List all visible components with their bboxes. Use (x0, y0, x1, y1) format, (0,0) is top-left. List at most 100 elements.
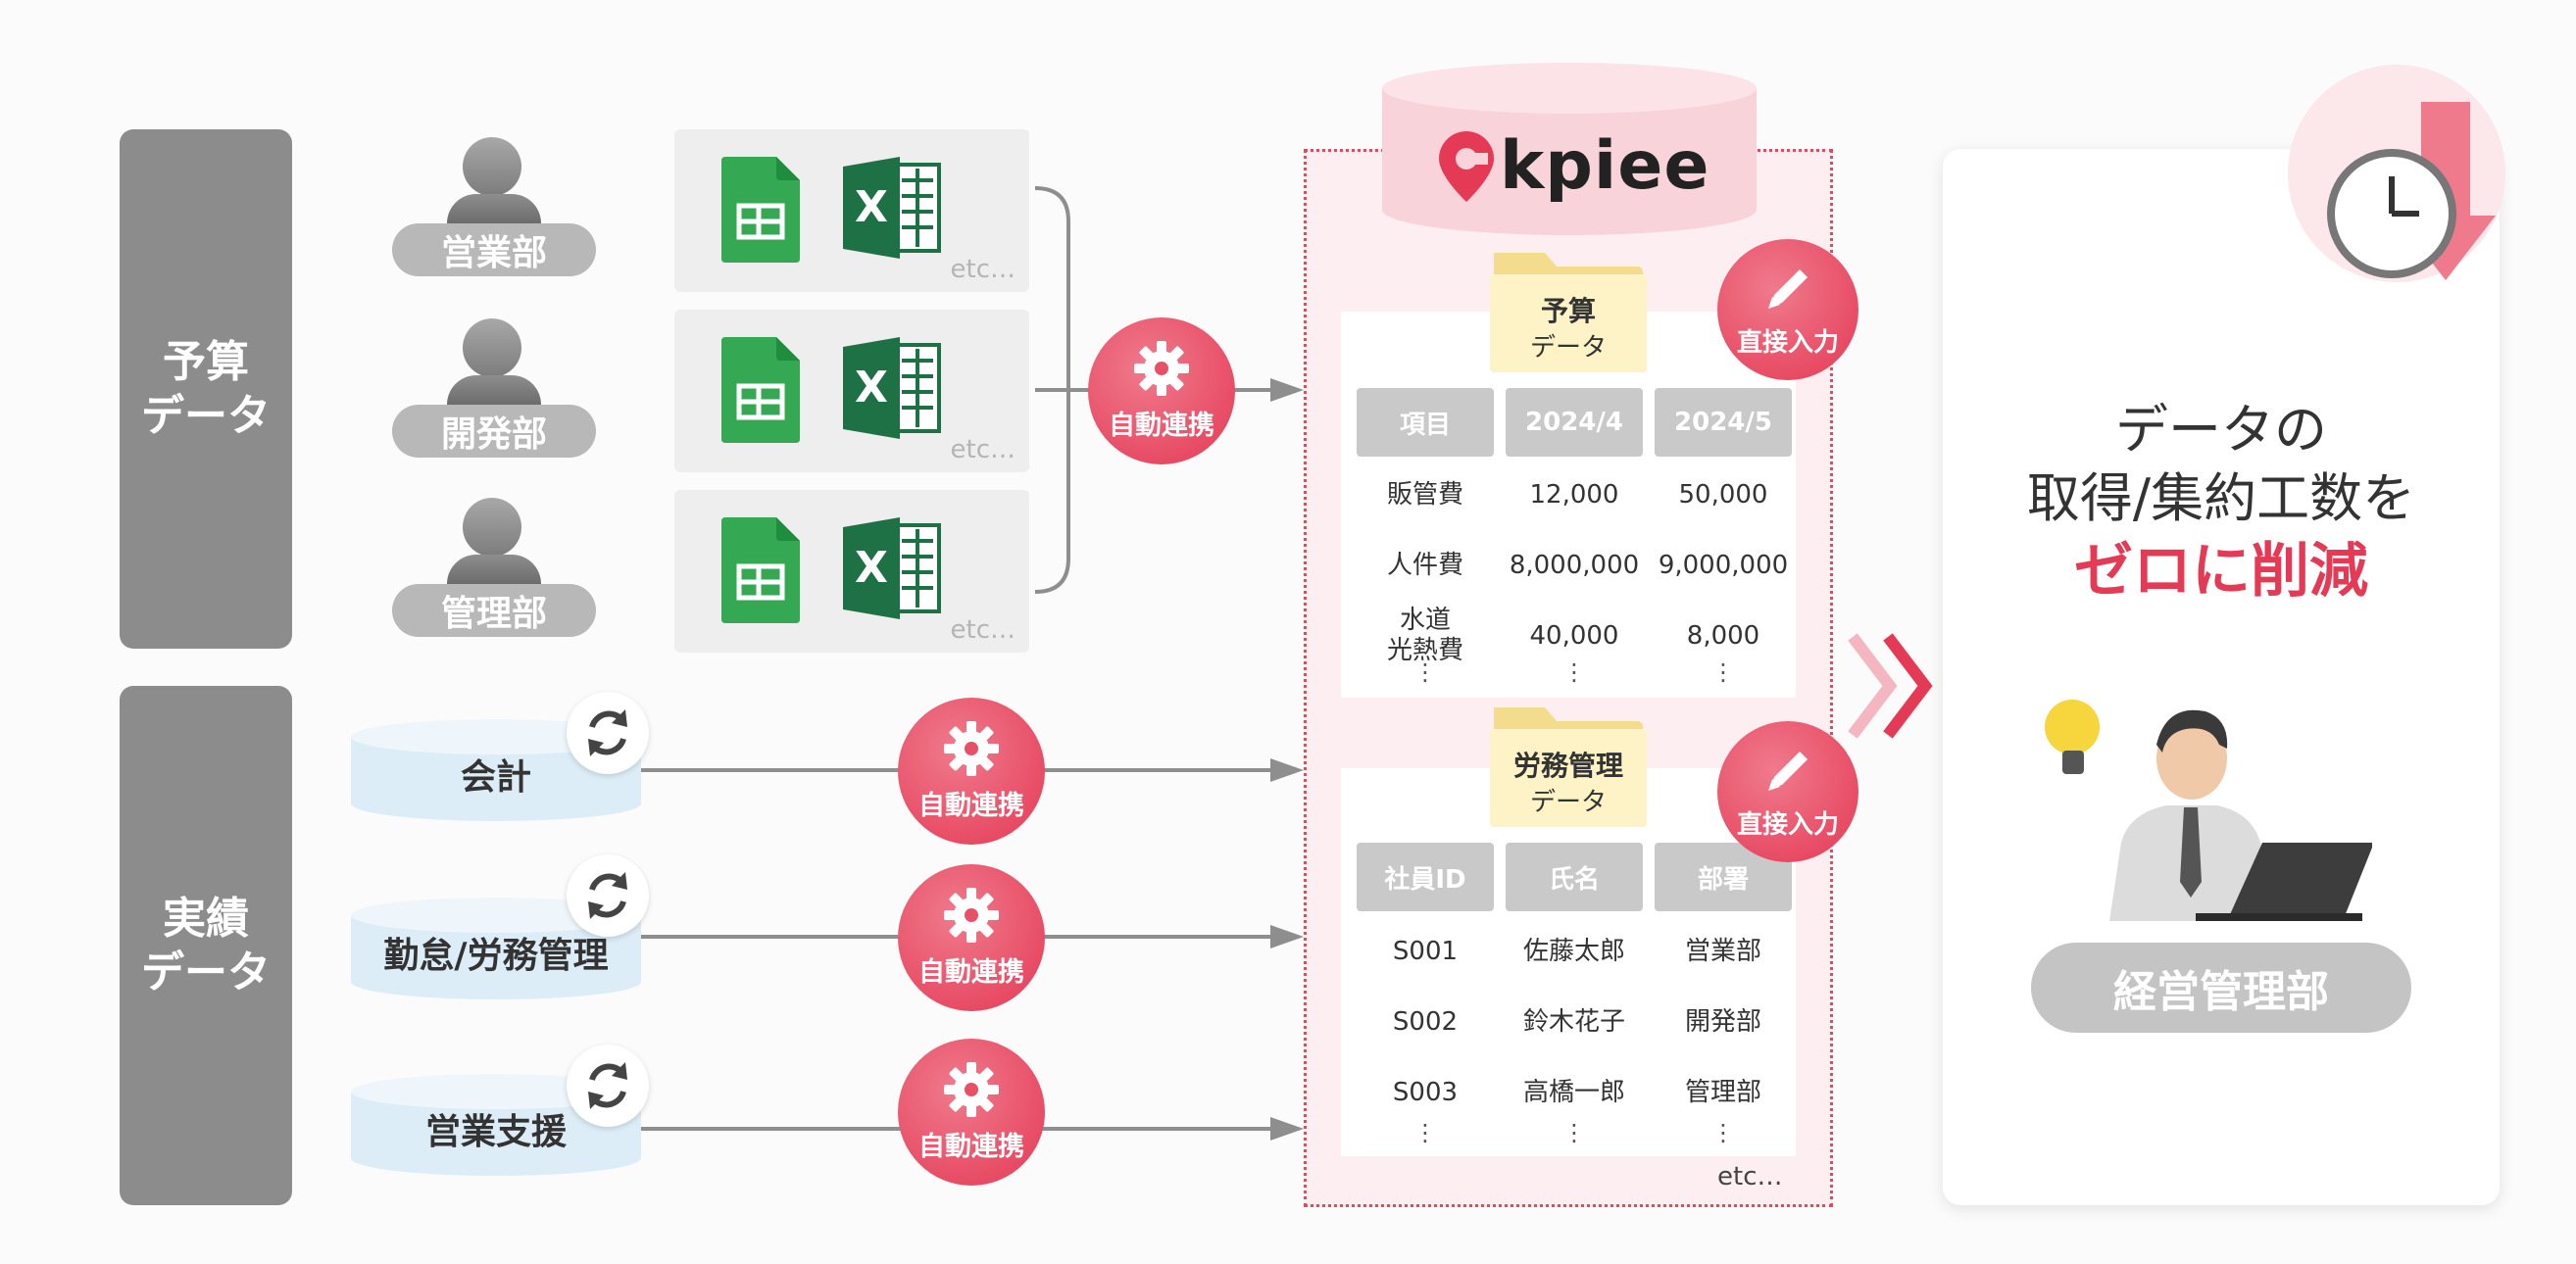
budget-folder: 予算 データ (1490, 245, 1647, 382)
budget-card (1341, 312, 1796, 698)
excel-icon: X (843, 517, 941, 619)
excel-icon: X (843, 157, 941, 259)
table-cell: 50,000 (1678, 480, 1768, 510)
business-person-illustration (2045, 700, 2372, 921)
etc-label: etc… (950, 255, 1016, 284)
spreadsheet-icon (721, 337, 800, 443)
person-icon (463, 318, 521, 377)
table-cell: 8,000,000 (1509, 551, 1640, 580)
sync-icon (567, 854, 649, 937)
labor-card (1341, 768, 1796, 1156)
pencil-icon (1768, 751, 1808, 791)
department-admin: 管理部 (392, 498, 596, 655)
kpiee-database (1382, 63, 1757, 235)
table-cell: 40,000 (1529, 621, 1619, 651)
auto-link-label: 自動連携 (1109, 410, 1214, 441)
system-label: 営業支援 (424, 1112, 567, 1152)
system-label: 会計 (460, 757, 531, 798)
svg-text:X: X (855, 543, 888, 593)
table-header: 部署 (1655, 843, 1792, 911)
folder-icon (1490, 253, 1647, 372)
category-actual: 実績 データ (120, 686, 292, 1205)
clock-down-icon (2327, 102, 2496, 280)
direct-input-badge: 直接入力 (1717, 239, 1858, 380)
table-cell: 販管費 (1386, 480, 1463, 510)
table-cell: 佐藤太郎 (1522, 937, 1625, 966)
table-header: 2024/5 (1655, 388, 1792, 457)
auto-link-label: 自動連携 (918, 956, 1024, 988)
sync-icon (567, 1045, 649, 1127)
folder-subtitle: データ (1529, 333, 1607, 363)
table-cell: 8,000 (1686, 621, 1760, 651)
etc-label: etc… (950, 615, 1016, 645)
file-panel: X etc… (674, 490, 1029, 653)
etc-label: etc… (950, 435, 1016, 464)
department-label: 管理部 (392, 584, 596, 637)
table-cell: S003 (1392, 1078, 1459, 1107)
panel-etc-label: etc… (1717, 1162, 1783, 1191)
headline-line1: データの (2115, 399, 2327, 461)
gear-icon (1134, 340, 1189, 396)
svg-text:X: X (855, 363, 888, 413)
table-cell: S002 (1392, 1007, 1459, 1037)
auto-link-badge: 自動連携 (898, 1039, 1045, 1186)
kpiee-logo-text: kpiee (1500, 127, 1710, 205)
table-cell: 9,000,000 (1658, 551, 1789, 580)
direct-input-label: 直接入力 (1736, 809, 1839, 840)
folder-subtitle: データ (1529, 788, 1607, 817)
management-dept-pill: 経営管理部 (2031, 943, 2411, 1033)
table-cell: 人件費 (1386, 551, 1463, 580)
spreadsheet-icon (721, 157, 800, 263)
file-panel: X etc… (674, 129, 1029, 292)
excel-icon: X (843, 337, 941, 439)
table-cell: 鈴木花子 (1522, 1007, 1625, 1037)
table-cell: S001 (1392, 937, 1459, 966)
folder-icon (1490, 707, 1647, 827)
headline: データの 取得/集約工数を ゼロに削減 (1943, 396, 2500, 609)
pencil-icon (1768, 268, 1808, 309)
table-header: 社員ID (1357, 843, 1494, 911)
table-header: 項目 (1357, 388, 1494, 457)
gear-icon (944, 1061, 999, 1117)
spreadsheet-icon (721, 517, 800, 623)
ellipsis: ⋮ (1413, 658, 1437, 686)
system-attendance: 勤怠/労務管理 (351, 898, 641, 999)
auto-link-badge: 自動連携 (898, 698, 1045, 845)
person-icon (463, 498, 521, 557)
department-sales: 営業部 (392, 137, 596, 294)
table-cell: 管理部 (1684, 1078, 1761, 1107)
direct-input-badge: 直接入力 (1717, 721, 1858, 862)
table-header: 氏名 (1506, 843, 1643, 911)
table-cell: 開発部 (1684, 1007, 1761, 1037)
folder-title: 予算 (1540, 295, 1596, 327)
svg-text:X: X (855, 182, 888, 232)
ellipsis: ⋮ (1562, 1119, 1586, 1146)
ellipsis: ⋮ (1413, 1119, 1437, 1146)
ellipsis: ⋮ (1711, 1119, 1735, 1146)
gear-icon (944, 887, 999, 943)
table-header: 2024/4 (1506, 388, 1643, 457)
auto-link-label: 自動連携 (918, 1131, 1024, 1162)
folder-title: 労務管理 (1512, 750, 1623, 782)
headline-line3: ゼロに削減 (2074, 537, 2368, 607)
category-budget: 予算 データ (120, 129, 292, 649)
category-budget-label: 予算 データ (141, 337, 271, 441)
department-label: 営業部 (392, 223, 596, 276)
auto-link-label: 自動連携 (918, 790, 1024, 821)
headline-line2: 取得/集約工数を (2026, 467, 2416, 530)
auto-link-badge: 自動連携 (898, 864, 1045, 1011)
file-panel: X etc… (674, 310, 1029, 472)
table-cell: 営業部 (1684, 937, 1761, 966)
department-dev: 開発部 (392, 318, 596, 475)
location-pin-icon (1439, 131, 1494, 202)
table-cell: 高橋一郎 (1522, 1078, 1625, 1107)
labor-folder: 労務管理 データ (1490, 700, 1647, 837)
auto-link-badge: 自動連携 (1088, 317, 1235, 464)
person-icon (463, 137, 521, 196)
sync-icon (567, 692, 649, 774)
table-cell: 水道 光熱費 (1386, 606, 1463, 666)
system-label: 勤怠/労務管理 (383, 936, 609, 976)
department-label: 開発部 (392, 405, 596, 458)
category-actual-label: 実績 データ (141, 894, 271, 997)
ellipsis: ⋮ (1711, 658, 1735, 686)
